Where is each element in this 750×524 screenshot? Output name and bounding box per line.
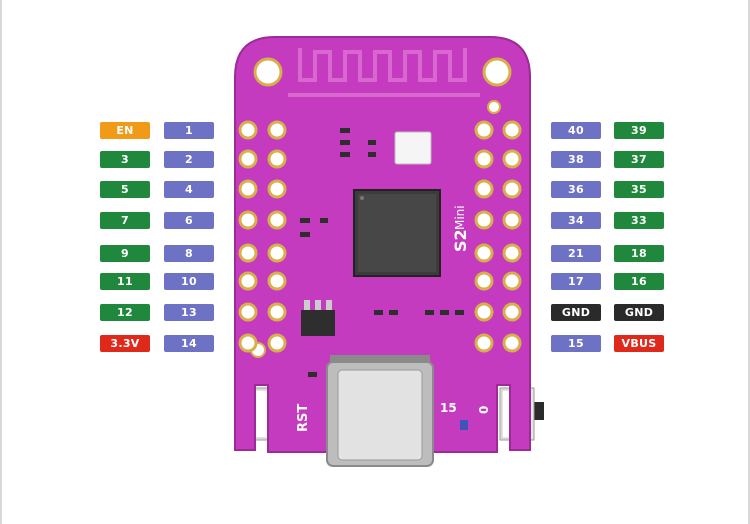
header-pin-pad [267, 210, 287, 230]
voltage-regulator [301, 300, 335, 336]
right-pin-number-label: 38 [551, 151, 601, 168]
header-pin-pad [502, 302, 522, 322]
right-pin-number-label: 40 [551, 122, 601, 139]
right-pin-number-label: 36 [551, 181, 601, 198]
header-pin-pad [474, 333, 494, 353]
header-pin-pad [267, 149, 287, 169]
right-pin-number-label: 34 [551, 212, 601, 229]
button-15-label: 15 [440, 401, 457, 415]
silkscreen-model: S2 Mini [451, 205, 470, 252]
silkscreen-model-text: S2 [451, 229, 470, 252]
left-pin-func-label: 9 [100, 245, 150, 262]
left-pin-number-label: 1 [164, 122, 214, 139]
right-pin-func-label: 33 [614, 212, 664, 229]
left-pin-number-label: 8 [164, 245, 214, 262]
right-pin-number-label: 21 [551, 245, 601, 262]
left-pin-func-label: 5 [100, 181, 150, 198]
header-pin-pad [238, 120, 258, 140]
right-pin-func-label: 37 [614, 151, 664, 168]
header-pin-pad [502, 179, 522, 199]
header-pin-pad [502, 210, 522, 230]
left-pin-func-label: 7 [100, 212, 150, 229]
header-pin-pad [502, 120, 522, 140]
header-pin-pad [267, 179, 287, 199]
left-pin-func-label: 12 [100, 304, 150, 321]
header-pin-pad [474, 302, 494, 322]
left-pin-func-label: 11 [100, 273, 150, 290]
antenna-trace [288, 48, 480, 97]
header-pin-pad [238, 302, 258, 322]
header-pin-pad [267, 333, 287, 353]
right-border [748, 0, 750, 524]
left-pin-number-label: 2 [164, 151, 214, 168]
header-pin-pad [502, 271, 522, 291]
right-pin-func-label: 35 [614, 181, 664, 198]
header-pin-pad [502, 333, 522, 353]
left-pin-number-label: 13 [164, 304, 214, 321]
left-border [0, 0, 2, 524]
right-pin-number-label: GND [551, 304, 601, 321]
header-pin-pad [267, 120, 287, 140]
button-0-label: 0 [477, 406, 491, 414]
header-pin-pad [474, 210, 494, 230]
header-pin-pad [502, 243, 522, 263]
header-pins [238, 120, 522, 353]
left-pin-func-label: 3.3V [100, 335, 150, 352]
header-pin-pad [238, 271, 258, 291]
header-pin-pad [238, 333, 258, 353]
esp32-s2-chip [353, 189, 441, 277]
header-pin-pad [267, 302, 287, 322]
rst-label: RST [296, 404, 311, 432]
header-pin-pad [474, 120, 494, 140]
crystal [394, 131, 432, 165]
right-pin-func-label: 39 [614, 122, 664, 139]
header-pin-pad [238, 149, 258, 169]
right-pin-func-label: 16 [614, 273, 664, 290]
left-pin-func-label: 3 [100, 151, 150, 168]
right-pin-func-label: VBUS [614, 335, 664, 352]
header-pin-pad [238, 179, 258, 199]
left-pin-number-label: 14 [164, 335, 214, 352]
header-pin-pad [474, 179, 494, 199]
passive-components [300, 128, 468, 430]
silkscreen-name-text: Mini [453, 205, 467, 230]
usb-c-connector [326, 355, 434, 467]
right-pin-number-label: 15 [551, 335, 601, 352]
right-pin-func-label: GND [614, 304, 664, 321]
left-pin-func-label: EN [100, 122, 150, 139]
header-pin-pad [502, 149, 522, 169]
header-pin-pad [267, 271, 287, 291]
left-pin-number-label: 6 [164, 212, 214, 229]
header-pin-pad [474, 149, 494, 169]
header-pin-pad [238, 243, 258, 263]
header-pin-pad [267, 243, 287, 263]
rst-silkscreen: RST [296, 404, 311, 432]
right-pin-func-label: 18 [614, 245, 664, 262]
header-pin-pad [238, 210, 258, 230]
left-pin-number-label: 10 [164, 273, 214, 290]
left-pin-number-label: 4 [164, 181, 214, 198]
mounting-holes [250, 57, 512, 358]
header-pin-pad [474, 271, 494, 291]
right-pin-number-label: 17 [551, 273, 601, 290]
header-pin-pad [474, 243, 494, 263]
